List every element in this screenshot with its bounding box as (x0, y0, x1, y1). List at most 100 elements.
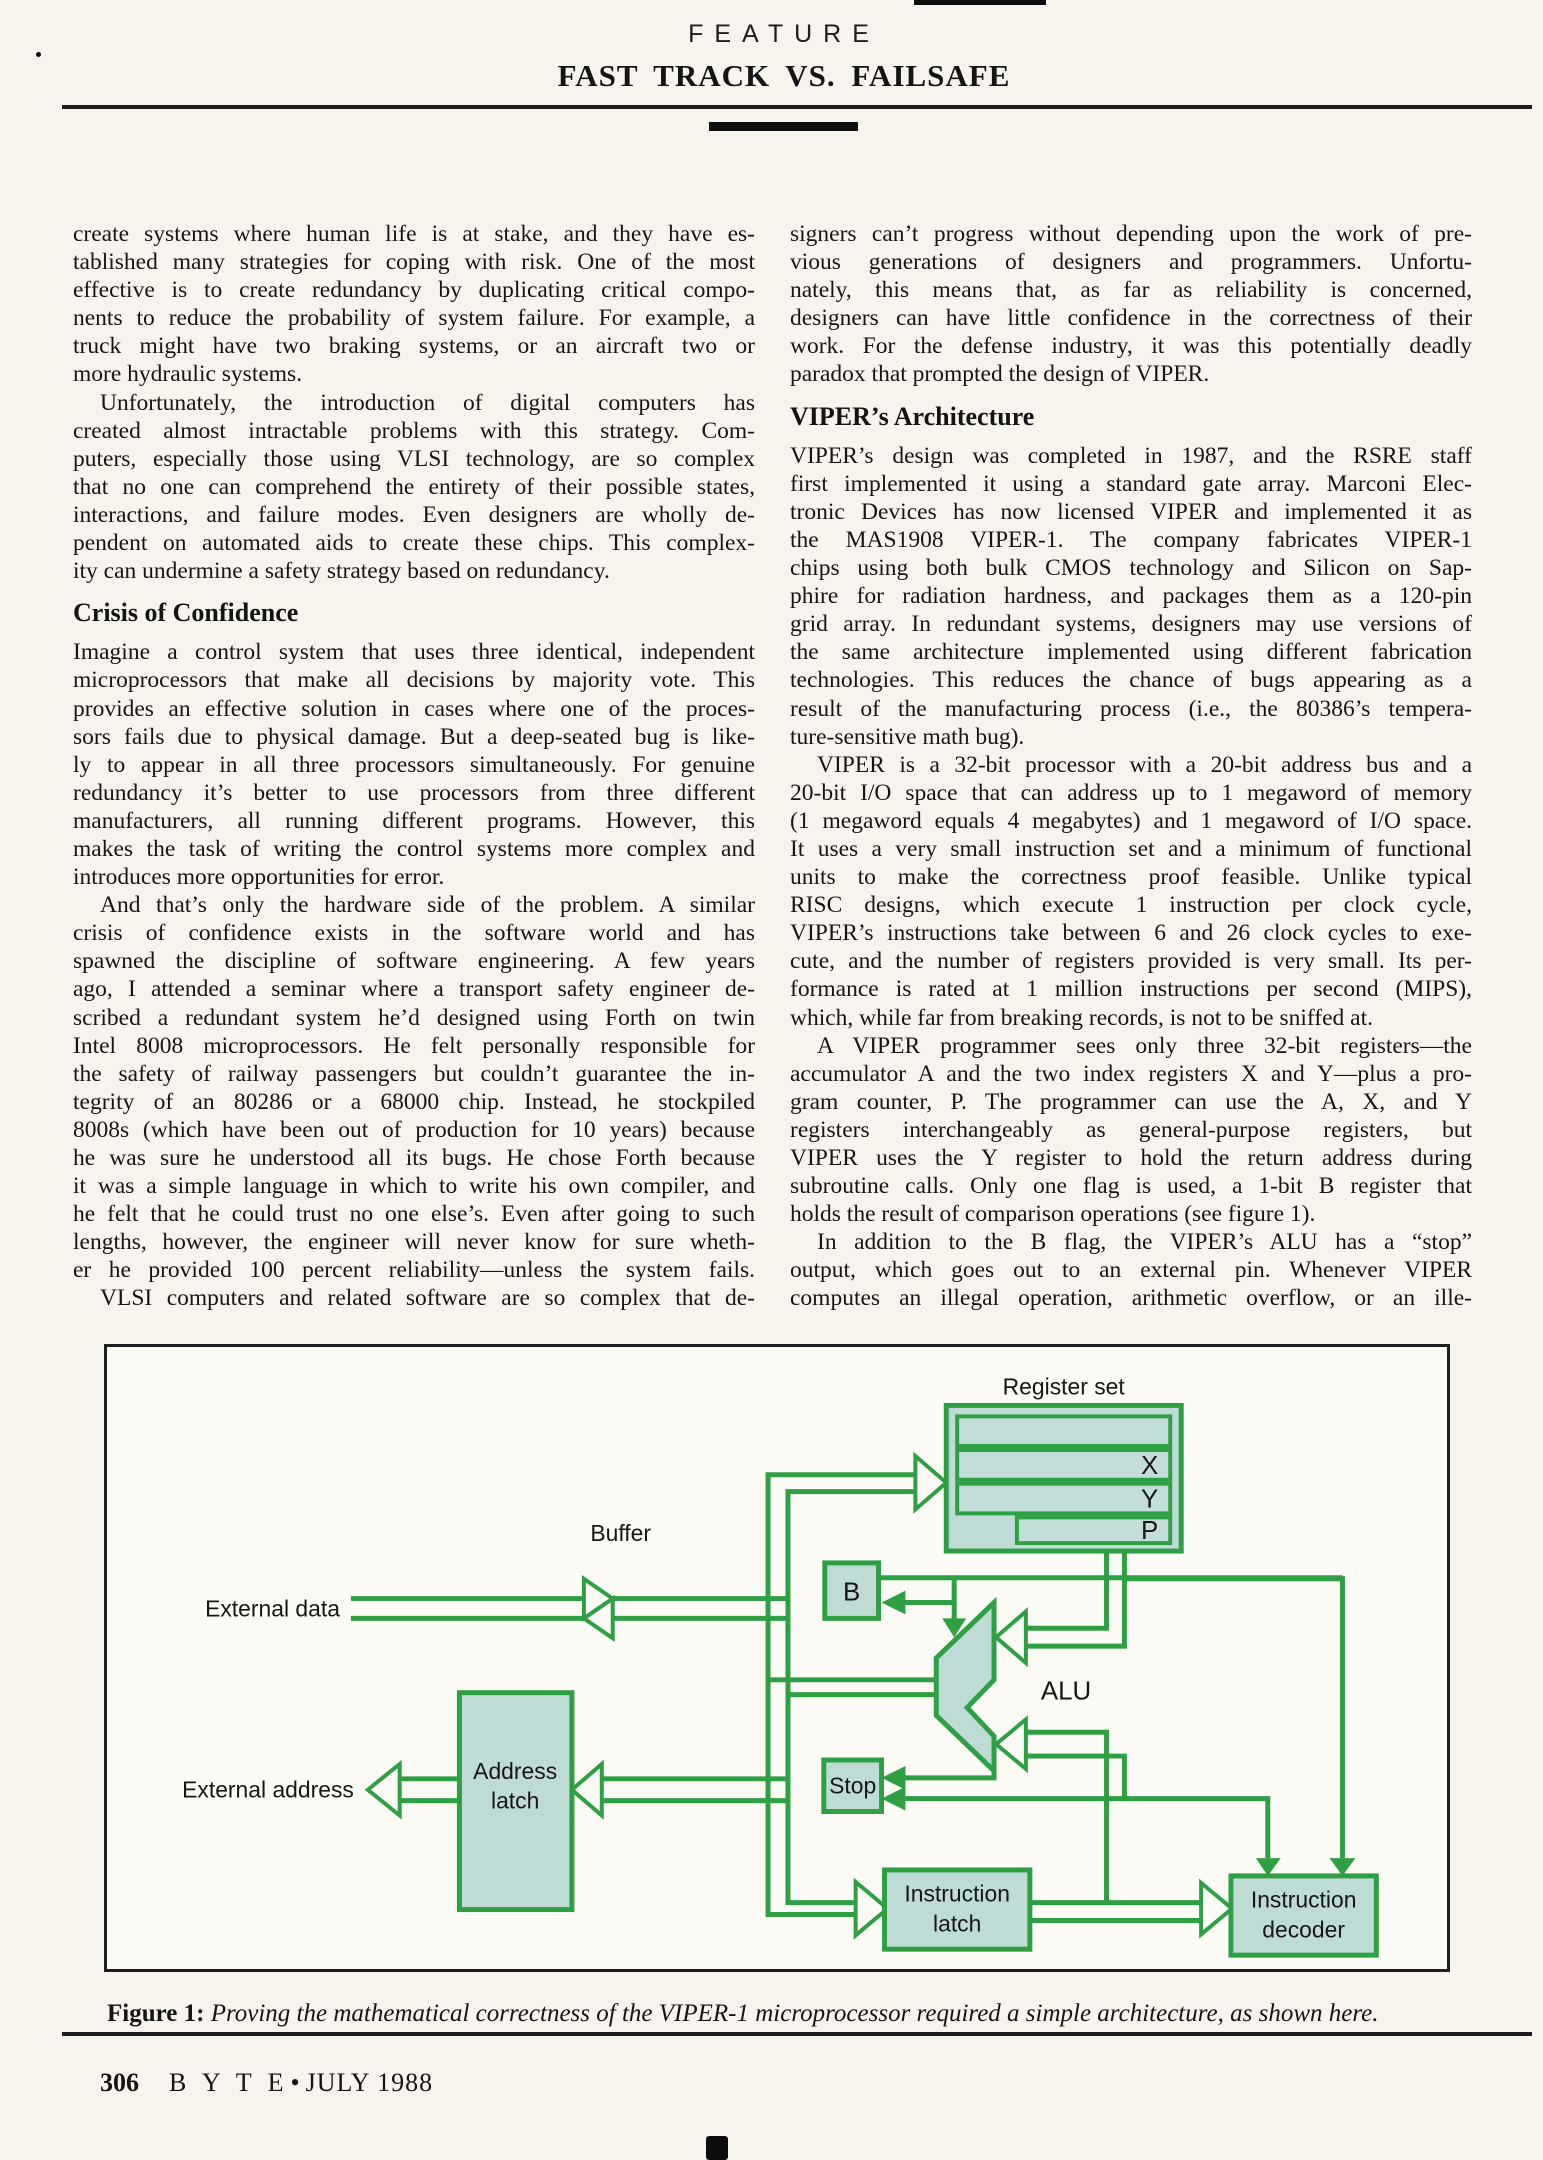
page-title: FAST TRACK VS. FAILSAFE (557, 58, 1011, 93)
text-line: chips using both bulk CMOS technology an… (790, 555, 1472, 582)
external-address-arrow (364, 1759, 402, 1820)
text-line: technologies. This reduces the chance of… (790, 667, 1472, 694)
stop-label: Stop (829, 1773, 876, 1799)
figure-1-diagram: Register set X Y P Buffer External data … (104, 1344, 1450, 1972)
section-heading: VIPER’s Architecture (790, 401, 1035, 431)
text-line: scribed a redundant system he’d designed… (73, 1004, 755, 1031)
print-artifact (914, 0, 1046, 5)
print-artifact (706, 2136, 728, 2160)
arrow-into-register-set (913, 1451, 950, 1514)
issue-date: JULY 1988 (305, 2068, 434, 2097)
magazine-name: B Y T E (169, 2068, 289, 2097)
text-line: work. For the defense industry, it was t… (790, 333, 1472, 360)
figure-caption-text: Proving the mathematical correctness of … (210, 2000, 1379, 2027)
address-latch-box (456, 1690, 575, 1913)
article-column-right: signers can’t progress without depending… (790, 220, 1472, 1313)
text-line: phire for radiation hardness, and packag… (790, 583, 1472, 610)
article-column-left: create systems where human life is at st… (73, 220, 755, 1313)
text-line: effective is to create redundancy by dup… (73, 277, 755, 304)
instruction-latch-label: latch (933, 1910, 981, 1936)
register-y-label: Y (1141, 1486, 1158, 1514)
register-to-alu-wire (1025, 1551, 1110, 1631)
stop-box (821, 1757, 885, 1814)
text-line: In addition to the B flag, the VIPER’s A… (817, 1229, 1472, 1256)
register-p-row (1014, 1515, 1173, 1546)
text-line: VIPER’s instructions take between 6 and … (790, 920, 1472, 947)
buffer-label: Buffer (590, 1520, 651, 1546)
figure-caption: Figure 1: Proving the mathematical corre… (107, 2000, 1447, 2028)
text-line: tablished many strategies for coping wit… (73, 249, 755, 276)
stop-decoder-wire (905, 1796, 1271, 1859)
text-line: paradox that prompted the design of VIPE… (790, 361, 1210, 388)
address-latch-label: latch (491, 1788, 539, 1814)
text-line: Unfortunately, the introduction of digit… (100, 389, 755, 416)
text-line: create systems where human life is at st… (73, 221, 755, 247)
alu-to-stop-wire (905, 1770, 997, 1781)
text-line: A VIPER programmer sees only three 32-bi… (817, 1032, 1472, 1059)
text-line: pendent on automated aids to create thes… (73, 530, 755, 557)
text-line: VLSI computers and related software are … (100, 1285, 755, 1312)
text-line: 8008s (which have been out of production… (73, 1116, 755, 1143)
arrow-into-address-latch (568, 1759, 604, 1820)
text-line: interactions, and failure modes. Even de… (73, 501, 755, 528)
register-x-label: X (1141, 1452, 1158, 1480)
text-line: VIPER is a 32-bit processor with a 20-bi… (817, 751, 1472, 778)
text-line: formance is rated at 1 million instructi… (790, 976, 1472, 1003)
arrow-into-stop-bottom (881, 1786, 906, 1811)
instruction-decoder-label: Instruction (1251, 1887, 1357, 1913)
text-line: which, while far from breaking records, … (790, 1004, 1373, 1031)
footer-rule (62, 2032, 1532, 2036)
text-line: VIPER uses the Y register to hold the re… (790, 1145, 1472, 1171)
footer-bullet: • (290, 2068, 300, 2097)
text-line: holds the result of comparison operation… (790, 1201, 1316, 1228)
text-line: spawned the discipline of software engin… (73, 948, 755, 975)
text-line: the same architecture implemented using … (790, 639, 1472, 666)
register-x-row (955, 1448, 1173, 1482)
text-line: signers can’t progress without depending… (790, 221, 1472, 247)
text-line: ago, I attended a seminar where a transp… (73, 976, 755, 1003)
arrow-b-into-alu (942, 1618, 967, 1638)
header-rule (62, 105, 1532, 109)
text-line: result of the manufacturing process (i.e… (790, 695, 1472, 722)
text-line: units to make the correctness proof feas… (790, 864, 1472, 891)
section-heading: Crisis of Confidence (73, 598, 299, 628)
text-line: redundancy it’s better to use processors… (73, 779, 755, 806)
text-line: Imagine a control system that uses three… (73, 639, 755, 666)
text-line: nents to reduce the probability of syste… (73, 305, 755, 332)
alu-shape (933, 1596, 997, 1777)
text-line: manufacturers, all running different pro… (73, 807, 755, 834)
address-latch-label: Address (473, 1758, 557, 1784)
text-line: subroutine calls. Only one flag is used,… (790, 1173, 1472, 1200)
text-line: introduces more opportunities for error. (73, 864, 445, 891)
text-line: ity can undermine a safety strategy base… (73, 558, 610, 585)
arrow-into-instruction-latch (853, 1877, 891, 1940)
text-line: microprocessors that make all decisions … (73, 667, 755, 694)
text-line: he was sure he understood all its bugs. … (73, 1145, 755, 1171)
print-artifact (36, 52, 41, 57)
text-line: tegrity of an 80286 or a 68000 chip. Ins… (73, 1088, 755, 1115)
arrow-into-decoder-left (1255, 1858, 1281, 1876)
text-line: designers can have little confidence in … (790, 305, 1472, 332)
text-line: created almost intractable problems with… (73, 417, 755, 444)
text-line: more hydraulic systems. (73, 361, 303, 388)
alu-lower-input-wire (1025, 1729, 1110, 1903)
text-line: ture-sensitive math bug). (790, 723, 1025, 750)
text-line: ly to appear in all three processors sim… (73, 751, 755, 778)
text-line: truck might have two braking systems, or… (73, 333, 755, 360)
text-line: er he provided 100 percent reliability—u… (73, 1257, 755, 1284)
b-input-wire (905, 1577, 957, 1606)
print-artifact (709, 122, 858, 131)
instruction-decoder-label: decoder (1262, 1916, 1345, 1942)
text-line: the MAS1908 VIPER-1. The company fabrica… (790, 526, 1472, 553)
text-line: And that’s only the hardware side of the… (100, 892, 755, 919)
bus-to-register-wire (765, 1472, 916, 1918)
text-line: VIPER’s design was completed in 1987, an… (790, 442, 1472, 469)
register-to-decoder-wire (1124, 1576, 1345, 1859)
text-line: RISC designs, which execute 1 instructio… (790, 892, 1472, 919)
text-line: first implemented it using a standard ga… (790, 470, 1472, 497)
instruction-latch-label: Instruction (904, 1881, 1010, 1907)
text-line: It uses a very small instruction set and… (790, 835, 1472, 862)
text-line: provides an effective solution in cases … (73, 695, 755, 722)
text-line: grid array. In redundant systems, design… (790, 611, 1472, 638)
